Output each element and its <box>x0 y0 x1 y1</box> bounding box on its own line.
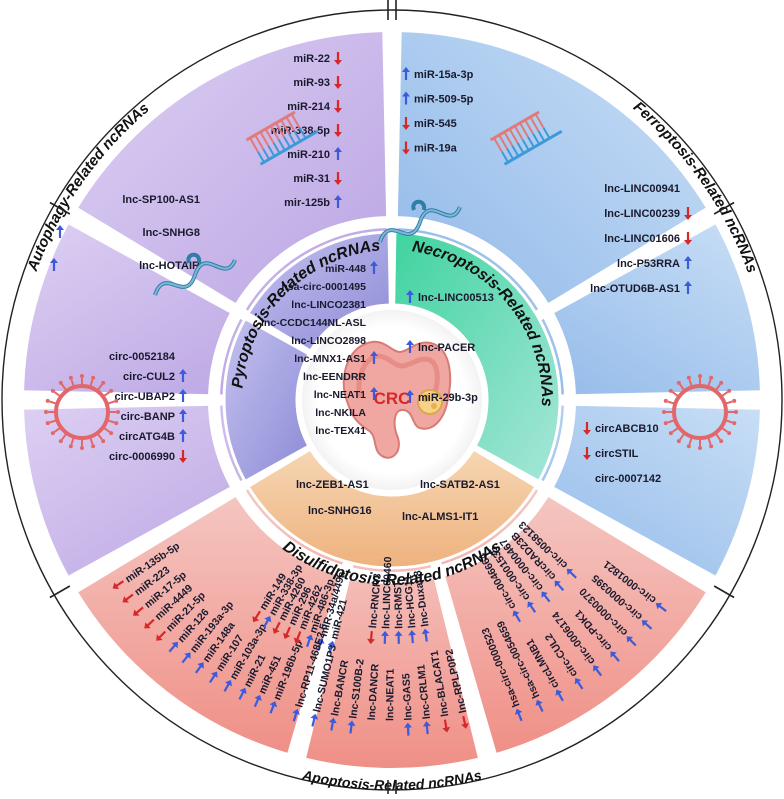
ncrna-label: circ-0007142 <box>595 473 661 485</box>
ncrna-label: lnc-PACER <box>418 342 475 354</box>
center-label: CRC <box>374 389 411 408</box>
ncrna-label: miR-93 <box>293 77 330 89</box>
ncrna-label: lnc-ZEB1-AS1 <box>296 479 369 491</box>
ncrna-label: lnc-TEX41 <box>315 425 366 437</box>
ncrna-label: circ-UBAP2 <box>114 391 175 403</box>
ncrna-label: lnc-ALMS1-IT1 <box>402 511 478 523</box>
ncrna-label: circSTIL <box>595 448 639 460</box>
ncrna-label: miR-31 <box>293 173 330 185</box>
ncrna-label: lnc-OTUD6B-AS1 <box>590 283 680 295</box>
ncrna-label: lnc-NEAT1 <box>384 668 396 721</box>
ncrna-label: lnc-EENDRR <box>303 371 366 383</box>
ncrna-label: miR-19a <box>414 143 458 155</box>
ncrna-label: lnc-CCDC144NL-ASL <box>261 317 367 329</box>
ncrna-label: miR-210 <box>287 149 330 161</box>
ncrna-label: lnc-HOTAIR <box>139 260 200 272</box>
ncrna-label: lnc-LINC00513 <box>418 292 494 304</box>
ncrna-label: lnc-NEAT1 <box>314 389 366 401</box>
ncrna-label: circ-0052184 <box>109 351 176 363</box>
ncrna-label: circATG4B <box>119 431 175 443</box>
ncrna-label: lnc-GAS5 <box>400 673 414 721</box>
ncrna-label: miR-15a-3p <box>414 69 474 81</box>
ncrna-label: lnc-SNHG16 <box>308 505 372 517</box>
ncrna-label: lnc-LINC00941 <box>604 183 680 195</box>
ncrna-radial-item: lnc-NEAT1 <box>384 668 396 721</box>
ncrna-label: lnc-P53RRA <box>617 258 680 270</box>
ncrna-label: miR-545 <box>414 118 457 130</box>
ncrna-label: lnc-LINC00239 <box>604 208 680 220</box>
ncrna-label: lnc-LINCO2898 <box>291 335 366 347</box>
ncrna-label: lnc-SNHG8 <box>143 227 200 239</box>
ncrna-label: mir-125b <box>284 197 330 209</box>
ncrna-label: lnc-NKILA <box>315 407 366 419</box>
ncrna-label: lnc-SP100-AS1 <box>122 194 200 206</box>
ncrna-label: lnc-LINC01606 <box>604 233 680 245</box>
ncrna-label: lnc-LINCO2381 <box>291 299 366 311</box>
ncrna-label: circ-BANP <box>121 411 175 423</box>
ncrna-label: miR-29b-3p <box>418 392 478 404</box>
ncrna-label: circ-0006990 <box>109 451 175 463</box>
ncrna-label: lnc-MNX1-AS1 <box>294 353 366 365</box>
ncrna-label: circ-CUL2 <box>123 371 175 383</box>
ncrna-label: miR-509-5p <box>414 94 474 106</box>
ncrna-label: lnc-SATB2-AS1 <box>420 479 500 491</box>
ncrna-label: miR-22 <box>293 53 330 65</box>
ncrna-label: circABCB10 <box>595 423 659 435</box>
